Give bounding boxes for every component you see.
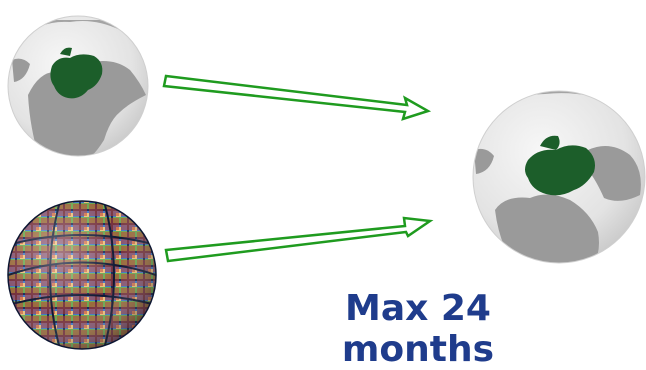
arrow-bottom — [166, 218, 430, 261]
target-globe — [473, 90, 646, 270]
arrow-top — [164, 76, 428, 119]
media-globe — [8, 201, 156, 349]
duration-caption: Max 24 months — [268, 288, 568, 370]
source-globe — [8, 16, 150, 160]
